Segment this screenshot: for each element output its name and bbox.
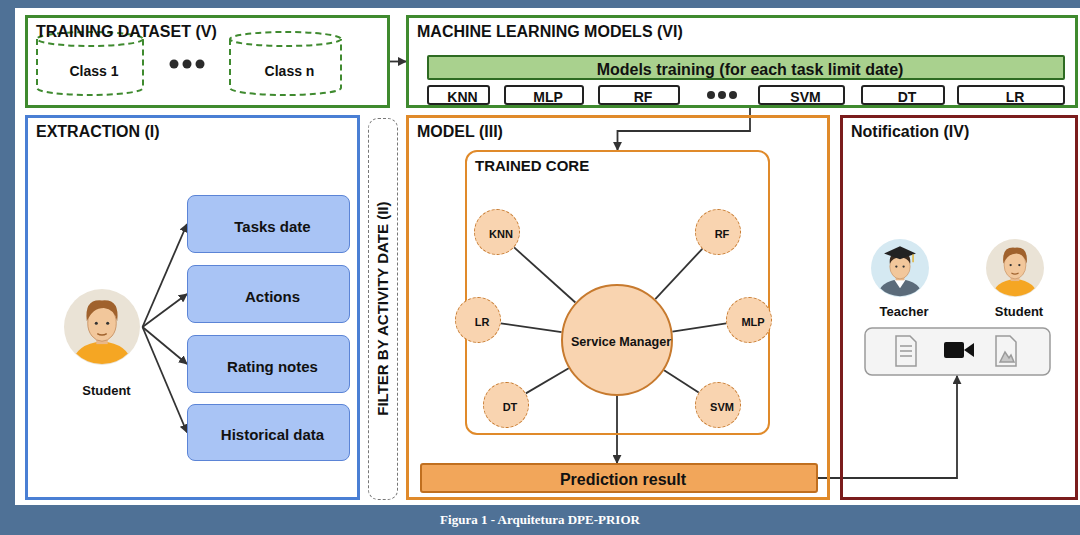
training-bar: Models training (for each task limit dat… [427, 55, 1065, 80]
model-box: DT [861, 85, 945, 105]
spoke-line [514, 247, 575, 302]
node-label: MLP [525, 84, 563, 105]
class-cylinder: Class n [228, 30, 343, 98]
flow-arrow [818, 376, 957, 478]
flow-arrow [143, 327, 188, 364]
flow-arrow [143, 224, 188, 327]
node-label: RF [707, 223, 730, 241]
node-label: Student [987, 300, 1043, 320]
figure-caption: Figura 1 - Arquitetura DPE-PRIOR [440, 513, 640, 528]
model-box: MLP [504, 85, 584, 105]
node-label: Prediction result [552, 466, 686, 489]
node-label: Rating notes [219, 353, 318, 375]
node-label: KNN [439, 84, 477, 105]
teacher-figure: Teacher [862, 238, 938, 320]
node-label: Class n [257, 58, 315, 79]
feature-box: Tasks date [187, 195, 350, 253]
node-label: Class 1 [61, 58, 118, 79]
service-manager-circle: Service Manager [561, 284, 673, 396]
model-circle: SVM [695, 382, 741, 428]
prediction-bar: Prediction result [420, 463, 818, 493]
model-panel: MODEL (III) TRAINED CORE Service Manager KN… [406, 115, 830, 500]
panel-heading: TRAINED CORE [467, 152, 768, 174]
node-label: Actions [237, 283, 300, 305]
panel-heading: MODEL (III) [409, 118, 827, 141]
flow-arrow [616, 396, 618, 463]
model-box: KNN [427, 85, 490, 105]
node-label: LR [467, 311, 490, 329]
panel-heading: MACHINE LEARNING MODELS (VI) [409, 18, 1075, 41]
panel-heading: TRAINING DATASET (V) [28, 18, 387, 41]
spoke-line [664, 370, 699, 392]
panel-heading: Notification (IV) [843, 118, 1075, 141]
node-label: FILTER BY ACTIVITY DATE (II) [374, 202, 391, 416]
trained-core: TRAINED CORE Service Manager KNN RF LR MLP DT S… [465, 150, 770, 435]
spoke-line [672, 323, 726, 331]
models-panel: MACHINE LEARNING MODELS (VI) Models train… [406, 15, 1078, 108]
student-figure: Student [977, 238, 1053, 320]
feature-box: Rating notes [187, 335, 350, 393]
spoke-line [655, 249, 702, 299]
node-label: Historical data [213, 421, 324, 443]
notification-panel: Notification (IV) Teacher Student [840, 115, 1078, 500]
spoke-line [501, 323, 562, 332]
node-label: Student [74, 379, 130, 399]
flow-arrow [143, 294, 188, 327]
panel-heading: EXTRACTION (I) [28, 118, 357, 141]
model-circle: RF [695, 209, 741, 255]
node-label: Teacher [872, 300, 929, 320]
model-circle: LR [455, 297, 501, 343]
student-figure: Student [55, 285, 150, 399]
feature-box: Actions [187, 265, 350, 323]
node-label: RF [626, 84, 653, 105]
model-box: RF [598, 85, 680, 105]
model-circle: KNN [474, 209, 520, 255]
node-label: MLP [733, 311, 764, 329]
node-label: DT [495, 396, 518, 414]
node-label: LR [998, 84, 1025, 105]
class-cylinder: Class 1 [35, 30, 145, 98]
model-circle: DT [483, 382, 529, 428]
node-label: Tasks date [226, 213, 310, 235]
node-label: SVM [782, 84, 820, 105]
node-label: KNN [481, 223, 513, 241]
flow-arrow [143, 327, 188, 433]
feature-box: Historical data [187, 404, 350, 461]
model-box: LR [957, 85, 1065, 105]
model-circle: MLP [726, 297, 772, 343]
node-label: Service Manager [563, 330, 671, 349]
node-label: DT [890, 84, 917, 105]
node-label: SVM [702, 396, 734, 414]
spoke-line [526, 368, 569, 393]
model-box: SVM [758, 85, 845, 105]
extraction-panel: EXTRACTION (I) Student Tasks dateActionsRa… [25, 115, 360, 500]
node-label: Models training (for each task limit dat… [589, 56, 904, 79]
dataset-panel: TRAINING DATASET (V) Class 1 Class n [25, 15, 390, 108]
filter-band: FILTER BY ACTIVITY DATE (II) [368, 118, 398, 500]
flow-arrow [390, 61, 406, 63]
